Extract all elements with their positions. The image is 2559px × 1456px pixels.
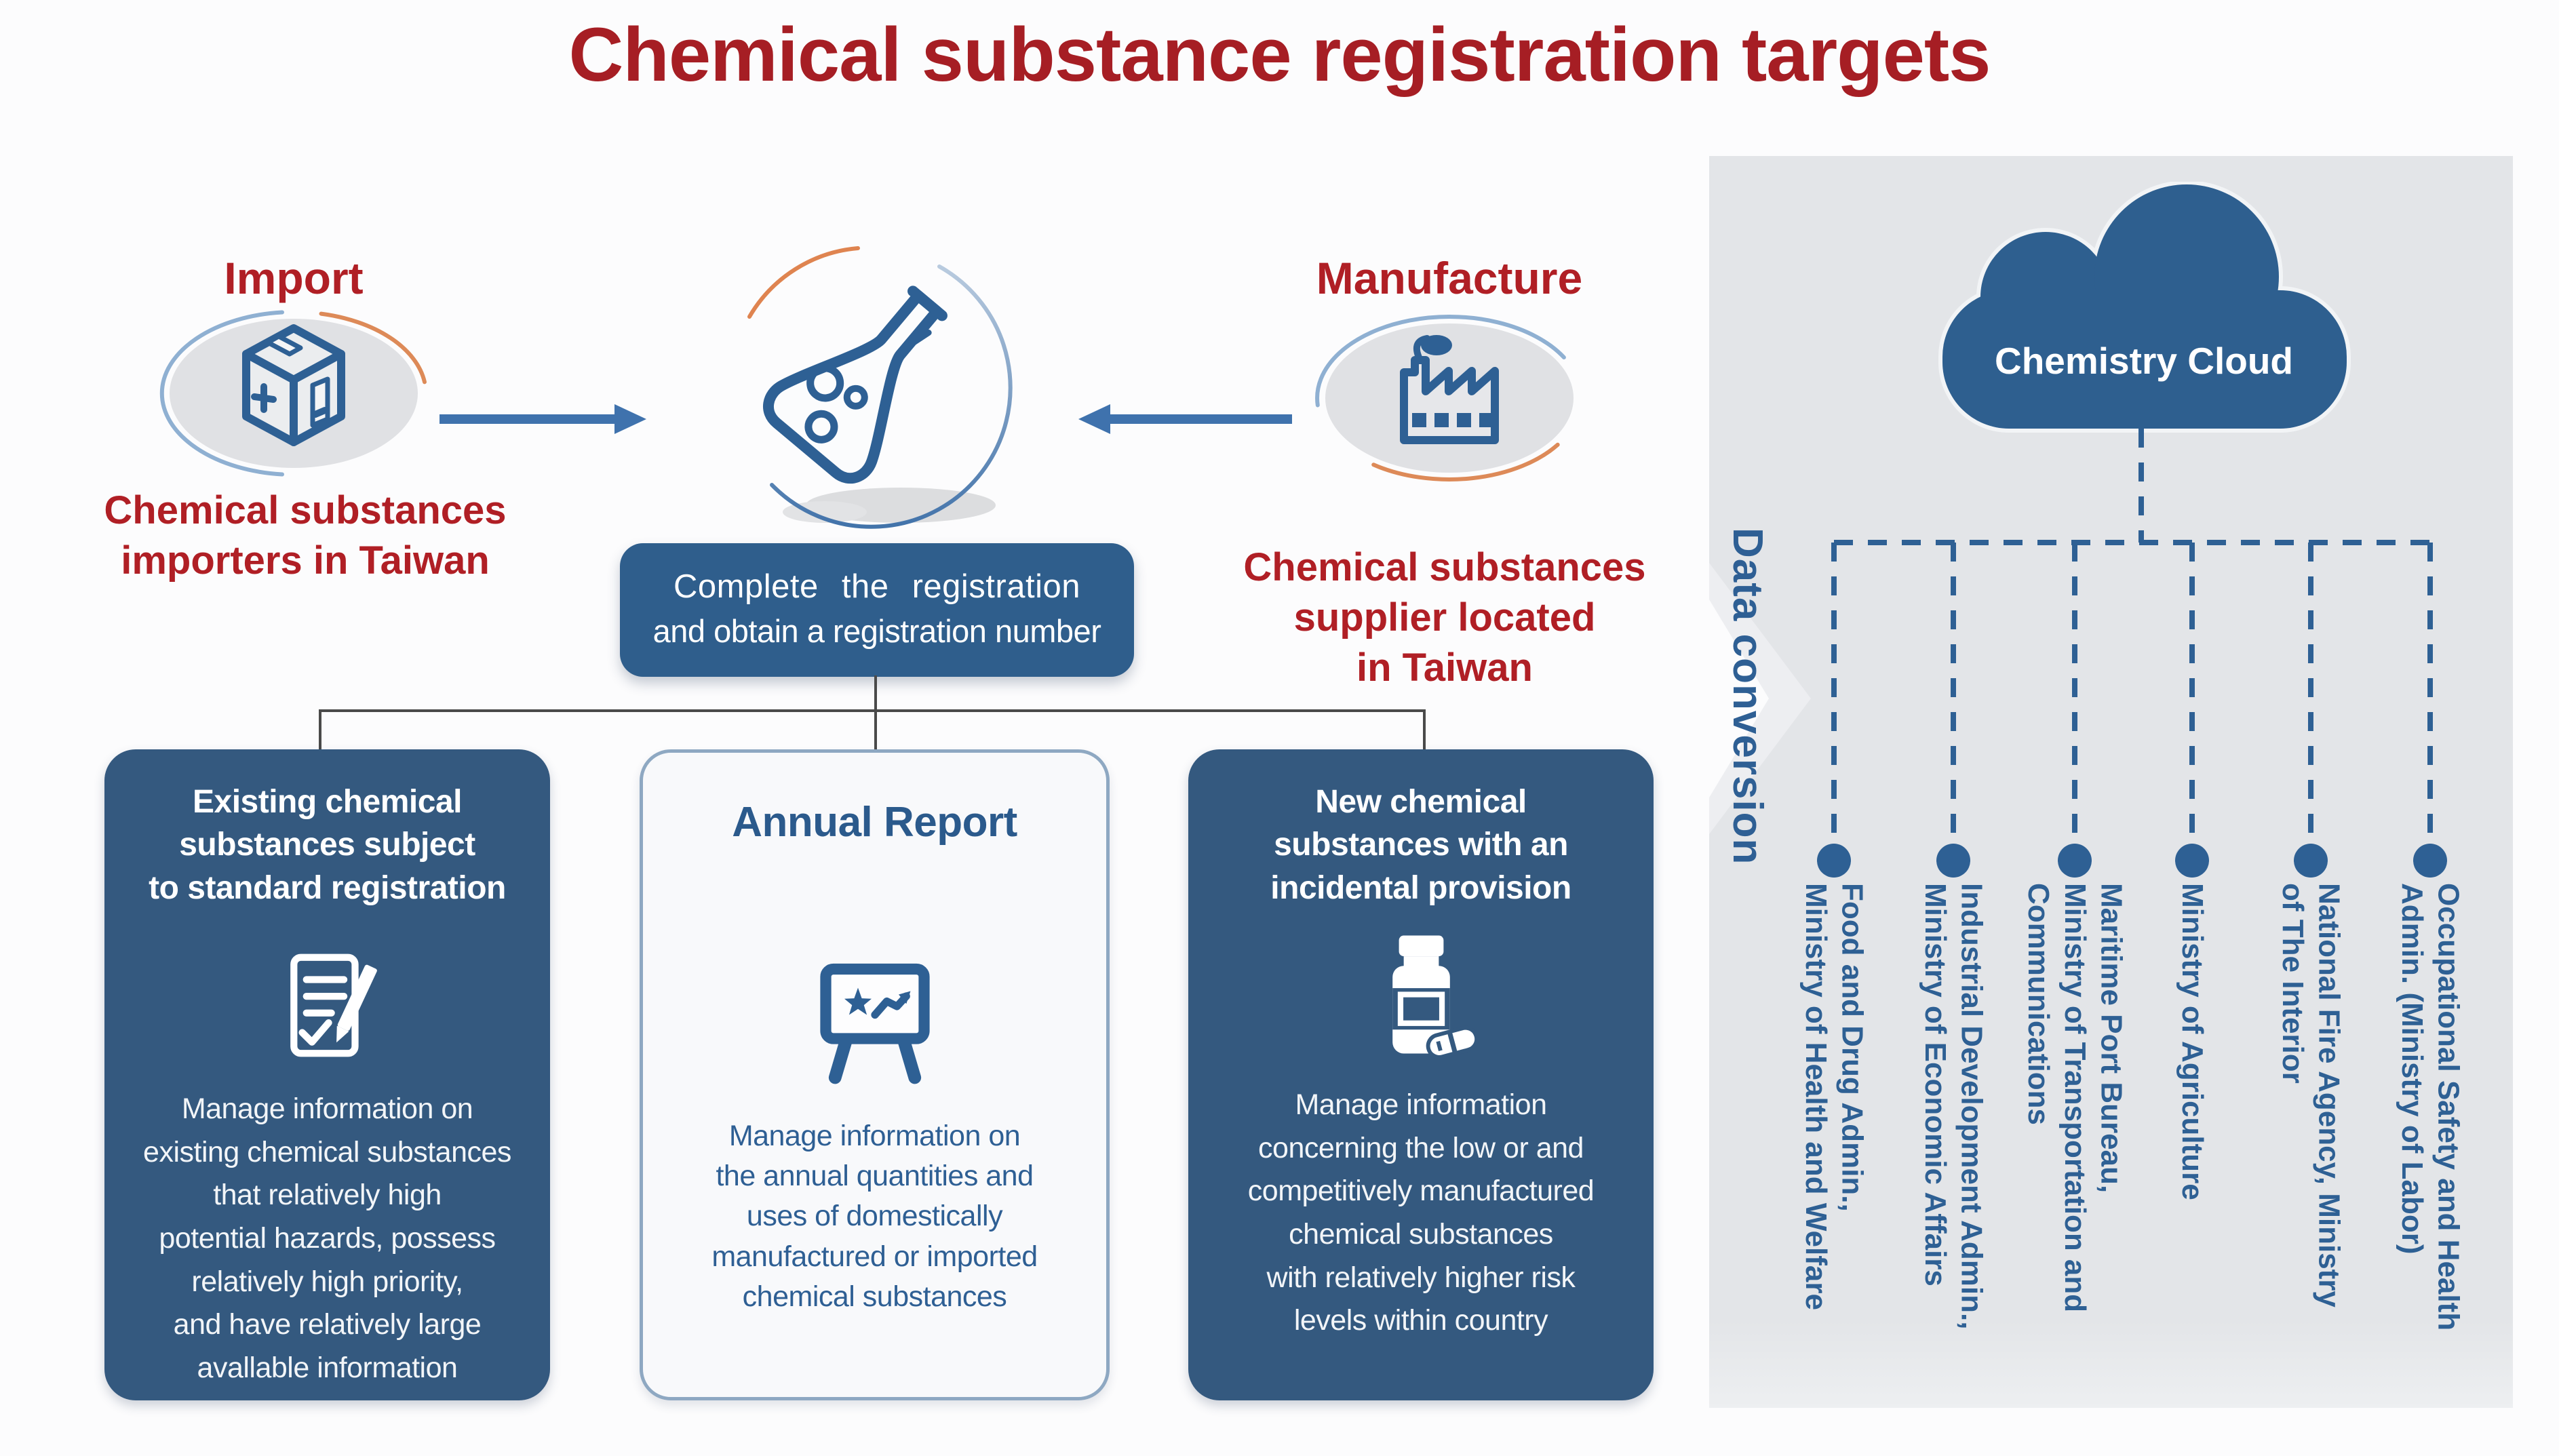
flask-icon [747,246,1013,529]
page-title: Chemical substance registration targets [568,12,1991,97]
box-existing-substances: Existing chemical substances subject to … [104,749,550,1400]
cloud-stem-dashed-line [2138,429,2144,543]
agency-label-text: Maritime Port Bureau, Ministry of Transp… [2022,883,2128,1313]
package-box-icon [159,310,427,477]
connector-dot [1936,844,1970,878]
registration-note-line2: and obtain a registration number [652,613,1101,649]
connector-dot [2413,844,2447,878]
box-body: Manage information on existing chemical … [143,1093,511,1384]
box-annual-report: Annual Report Manage information on the … [640,749,1110,1400]
agency-label-text: Occupational Safety and Health Admin. (M… [2396,883,2465,1331]
dashed-connector [2427,543,2433,845]
agency-label-ida: Industrial Development Admin., Ministry … [1872,883,2035,1432]
pill-bottle-icon [1392,935,1479,1059]
presentation-easel-icon [819,963,930,1084]
left-arrow-icon [1078,404,1292,434]
agency-label-nfa: National Fire Agency, Ministry of The In… [2229,883,2392,1432]
factory-icon [1315,315,1574,481]
connector-dot [1817,844,1851,878]
registration-note-line1: Complete the registration [673,568,1080,605]
import-caption: Chemical substances importers in Taiwan [104,488,507,583]
box-new-substances: New chemical substances with an incident… [1188,749,1654,1400]
box-title: Annual Report [732,799,1017,846]
manufacture-label: Manufacture [1316,253,1583,303]
agency-label-moa: Ministry of Agriculture [2111,883,2273,1432]
agency-label-text: Industrial Development Admin., Ministry … [1919,883,1989,1330]
box-body: Manage information concerning the low or… [1247,1088,1595,1337]
connector-stub-left [319,711,321,751]
dashed-connector-horizontal [1834,540,2433,545]
cloud-icon [1938,182,2351,433]
connector-stub-middle [874,711,877,751]
agency-label-osha: Occupational Safety and Health Admin. (M… [2349,883,2512,1432]
box-title: New chemical substances with an incident… [1270,784,1571,906]
box-body: Manage information on the annual quantit… [711,1119,1038,1314]
agency-label-text: National Fire Agency, Ministry of The In… [2276,883,2346,1307]
dashed-connector [2072,543,2077,845]
connector-stub-right [1423,711,1426,751]
data-conversion-label: Data conversion [1724,528,1771,865]
dashed-connector [2189,543,2195,845]
agency-label-text: Food and Drug Admin., Ministry of Health… [1799,883,1869,1310]
connector-line-horizontal [319,709,1426,712]
agency-label-mpb: Maritime Port Bureau, Ministry of Transp… [1993,883,2156,1432]
cloud-label: Chemistry Cloud [1994,340,2294,382]
agency-label-fda: Food and Drug Admin., Ministry of Health… [1753,883,1915,1432]
connector-dot [2294,844,2328,878]
dashed-connector [2308,543,2313,845]
document-pencil-icon [290,953,377,1057]
connector-dot [2175,844,2209,878]
box-title: Existing chemical substances subject to … [149,784,506,906]
connector-dot [2058,844,2092,878]
right-arrow-icon [439,404,646,434]
connector-line-vertical [874,675,877,711]
dashed-connector [1951,543,1956,845]
import-label: Import [224,253,364,303]
registration-note: Complete the registration and obtain a r… [620,543,1134,677]
agency-label-text: Ministry of Agriculture [2175,883,2209,1200]
dashed-connector [1831,543,1837,845]
manufacture-caption: Chemical substances supplier located in … [1243,545,1646,690]
